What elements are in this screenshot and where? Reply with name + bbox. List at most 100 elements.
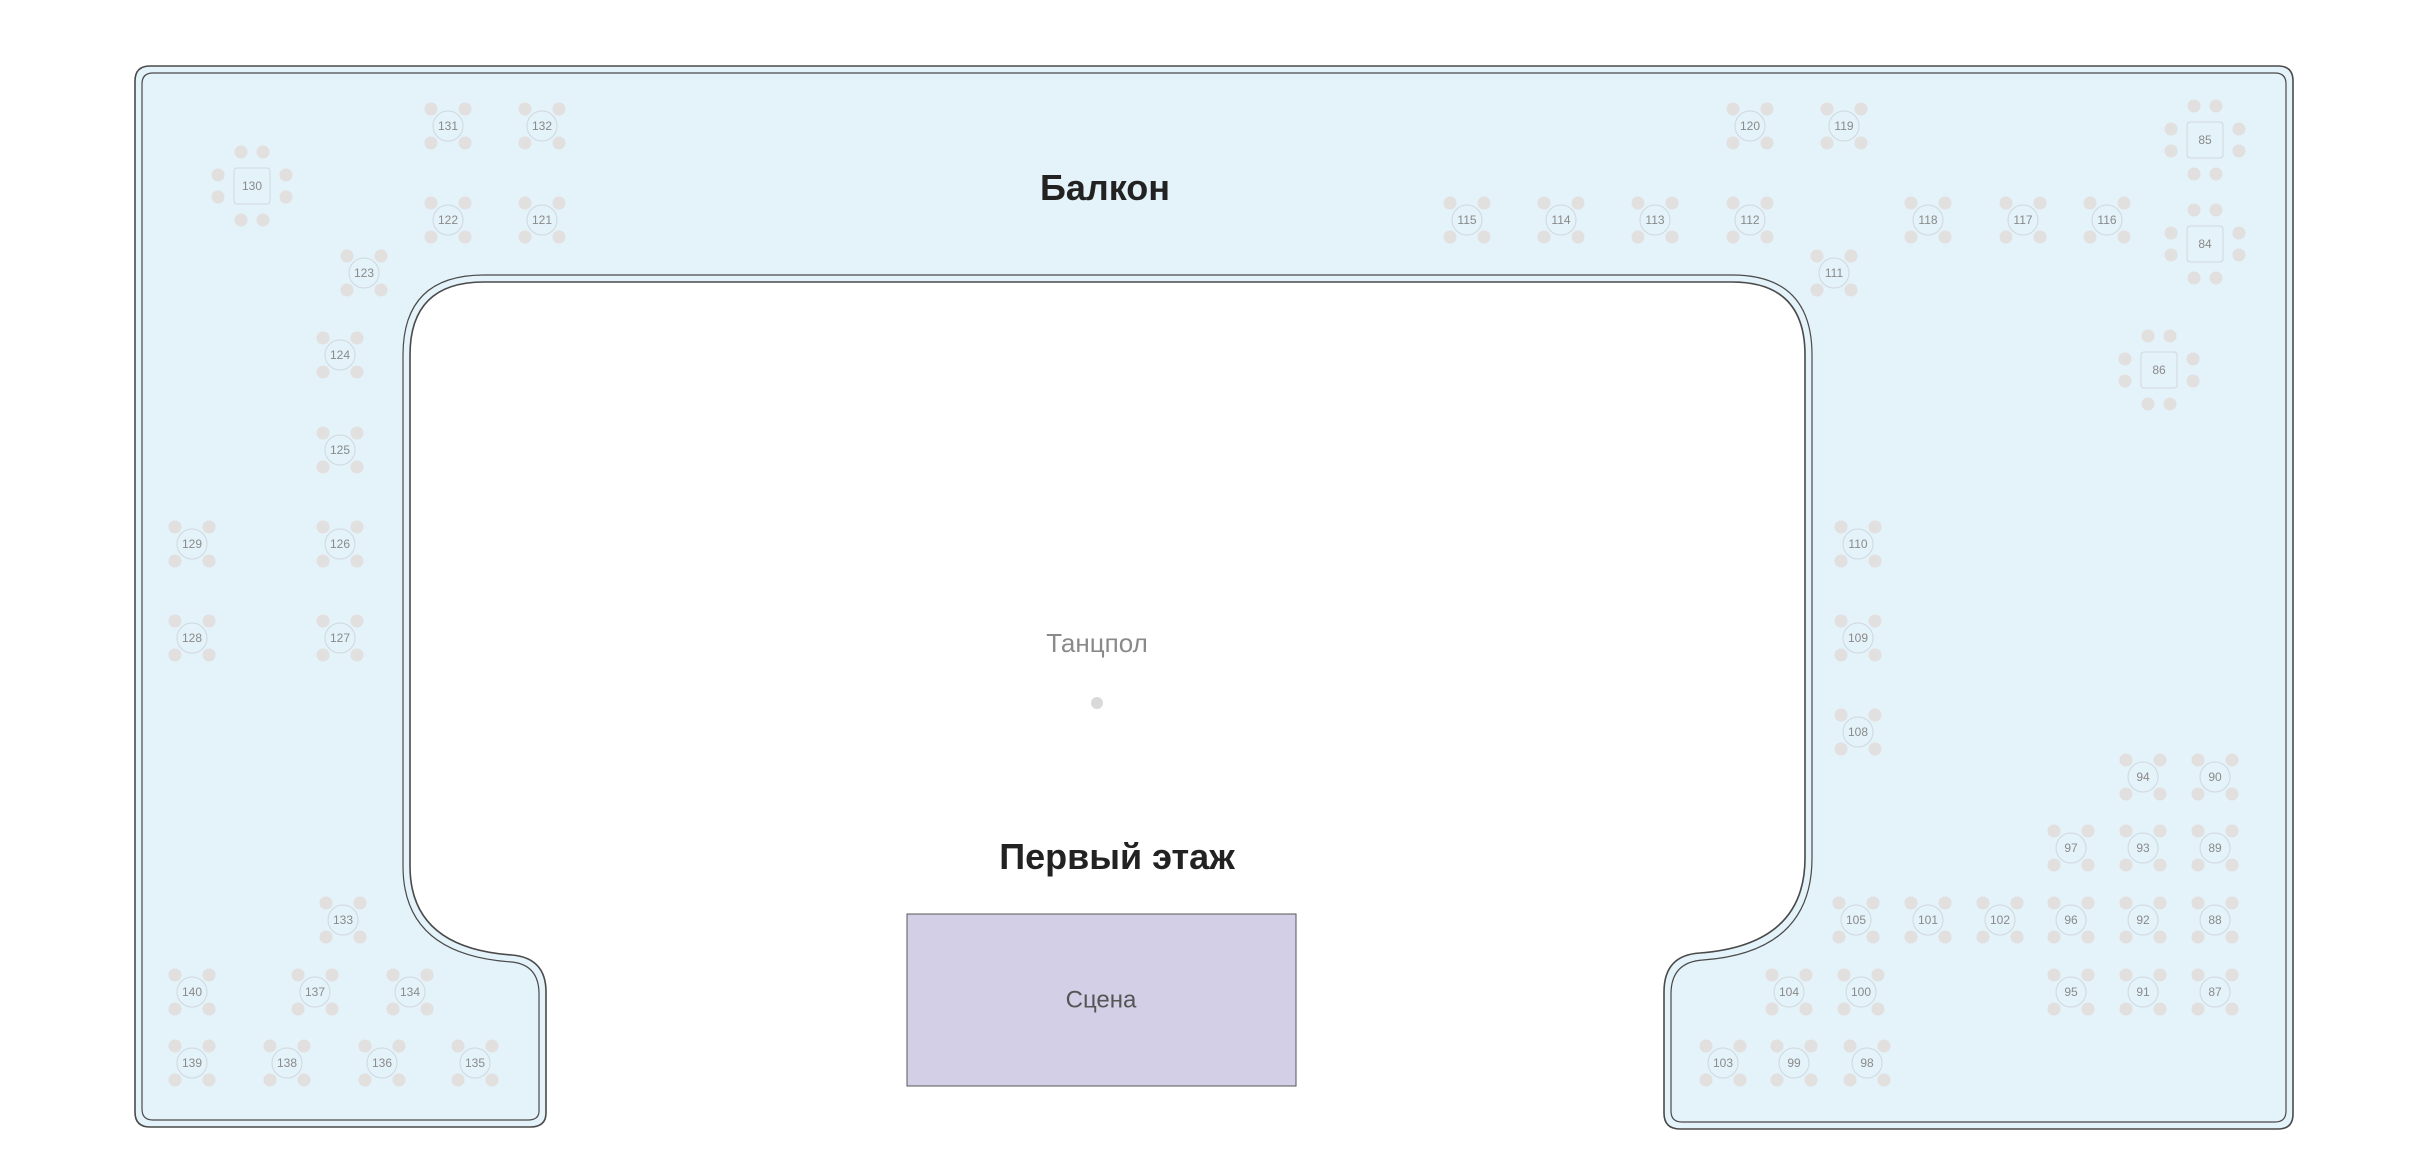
table-86[interactable]: 86: [2118, 329, 2200, 411]
seat[interactable]: [202, 968, 216, 982]
seat[interactable]: [1843, 1073, 1857, 1087]
seat[interactable]: [2225, 858, 2239, 872]
seat[interactable]: [297, 1073, 311, 1087]
seat[interactable]: [1760, 102, 1774, 116]
seat[interactable]: [350, 520, 364, 534]
table-87[interactable]: 87: [2191, 968, 2239, 1016]
seat[interactable]: [2153, 968, 2167, 982]
seat[interactable]: [1868, 554, 1882, 568]
seat[interactable]: [2187, 167, 2201, 181]
seat[interactable]: [2191, 896, 2205, 910]
seat[interactable]: [451, 1039, 465, 1053]
table-117[interactable]: 117: [1999, 196, 2047, 244]
seat[interactable]: [2225, 753, 2239, 767]
seat[interactable]: [319, 930, 333, 944]
seat[interactable]: [2081, 824, 2095, 838]
table-108[interactable]: 108: [1834, 708, 1882, 756]
seat[interactable]: [256, 145, 270, 159]
table-113[interactable]: 113: [1631, 196, 1679, 244]
table-90[interactable]: 90: [2191, 753, 2239, 801]
seat[interactable]: [1820, 102, 1834, 116]
seat[interactable]: [256, 213, 270, 227]
seat[interactable]: [2010, 896, 2024, 910]
seat[interactable]: [297, 1039, 311, 1053]
seat[interactable]: [2117, 196, 2131, 210]
seat[interactable]: [1904, 230, 1918, 244]
seat[interactable]: [485, 1039, 499, 1053]
seat[interactable]: [2081, 858, 2095, 872]
table-123[interactable]: 123: [340, 249, 388, 297]
seat[interactable]: [1699, 1073, 1713, 1087]
seat[interactable]: [1854, 136, 1868, 150]
seat[interactable]: [1871, 968, 1885, 982]
seat[interactable]: [2047, 930, 2061, 944]
seat[interactable]: [2081, 896, 2095, 910]
seat[interactable]: [2191, 968, 2205, 982]
table-120[interactable]: 120: [1726, 102, 1774, 150]
seat[interactable]: [1810, 249, 1824, 263]
seat[interactable]: [2119, 930, 2133, 944]
seat[interactable]: [2118, 374, 2132, 388]
seat[interactable]: [1837, 968, 1851, 982]
seat[interactable]: [2081, 968, 2095, 982]
table-91[interactable]: 91: [2119, 968, 2167, 1016]
seat[interactable]: [211, 190, 225, 204]
seat[interactable]: [1844, 249, 1858, 263]
table-139[interactable]: 139: [168, 1039, 216, 1087]
seat[interactable]: [552, 136, 566, 150]
seat[interactable]: [451, 1073, 465, 1087]
table-98[interactable]: 98: [1843, 1039, 1891, 1087]
table-95[interactable]: 95: [2047, 968, 2095, 1016]
seat[interactable]: [424, 196, 438, 210]
seat[interactable]: [424, 102, 438, 116]
table-134[interactable]: 134: [386, 968, 434, 1016]
seat[interactable]: [202, 554, 216, 568]
seat[interactable]: [1726, 102, 1740, 116]
seat[interactable]: [2118, 352, 2132, 366]
seat[interactable]: [291, 968, 305, 982]
seat[interactable]: [234, 213, 248, 227]
table-105[interactable]: 105: [1832, 896, 1880, 944]
seat[interactable]: [2081, 1002, 2095, 1016]
seat[interactable]: [2081, 930, 2095, 944]
table-129[interactable]: 129: [168, 520, 216, 568]
seat[interactable]: [1665, 230, 1679, 244]
seat[interactable]: [1571, 230, 1585, 244]
seat[interactable]: [1837, 1002, 1851, 1016]
seat[interactable]: [1477, 196, 1491, 210]
table-130[interactable]: 130: [211, 145, 293, 227]
seat[interactable]: [2163, 329, 2177, 343]
seat[interactable]: [168, 648, 182, 662]
seat[interactable]: [2119, 896, 2133, 910]
seat[interactable]: [2153, 824, 2167, 838]
seat[interactable]: [2187, 99, 2201, 113]
table-84[interactable]: 84: [2164, 203, 2246, 285]
seat[interactable]: [1733, 1039, 1747, 1053]
table-97[interactable]: 97: [2047, 824, 2095, 872]
seat[interactable]: [1868, 742, 1882, 756]
table-114[interactable]: 114: [1537, 196, 1585, 244]
seat[interactable]: [358, 1073, 372, 1087]
seat[interactable]: [1631, 196, 1645, 210]
seat[interactable]: [1866, 896, 1880, 910]
table-110[interactable]: 110: [1834, 520, 1882, 568]
seat[interactable]: [2083, 196, 2097, 210]
seat[interactable]: [2047, 968, 2061, 982]
seat[interactable]: [1868, 648, 1882, 662]
table-133[interactable]: 133: [319, 896, 367, 944]
seat[interactable]: [1477, 230, 1491, 244]
seat[interactable]: [1537, 230, 1551, 244]
seat[interactable]: [350, 614, 364, 628]
seat[interactable]: [353, 896, 367, 910]
seat[interactable]: [420, 968, 434, 982]
seat[interactable]: [2033, 196, 2047, 210]
seat[interactable]: [2163, 397, 2177, 411]
table-124[interactable]: 124: [316, 331, 364, 379]
seat[interactable]: [2232, 248, 2246, 262]
seat[interactable]: [202, 614, 216, 628]
seat[interactable]: [1631, 230, 1645, 244]
table-109[interactable]: 109: [1834, 614, 1882, 662]
seat[interactable]: [316, 520, 330, 534]
seat[interactable]: [2164, 122, 2178, 136]
seat[interactable]: [1938, 930, 1952, 944]
